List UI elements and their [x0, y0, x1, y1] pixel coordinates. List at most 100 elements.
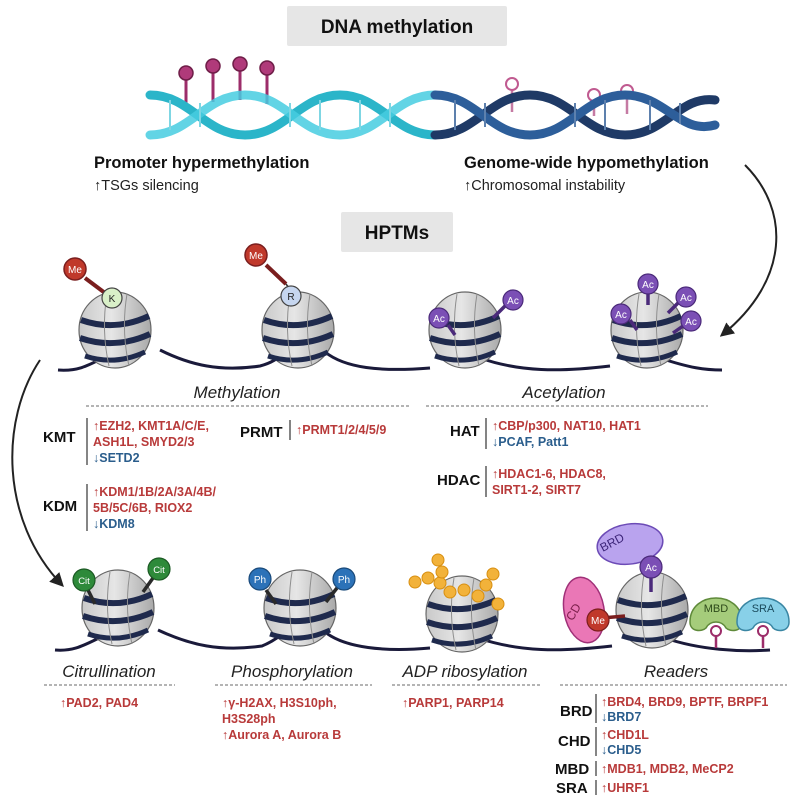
phosphorylation-title: Phosphorylation	[231, 662, 353, 681]
arginine-icon	[280, 285, 302, 307]
methyl-dna-icon	[757, 625, 769, 637]
mbd-up: ↑MDB1, MDB2, MeCP2	[601, 762, 734, 776]
readers-title: Readers	[644, 662, 709, 681]
prmt-label: PRMT	[240, 424, 283, 441]
hdac-label: HDAC	[437, 472, 480, 489]
acetyl-icon	[637, 273, 659, 295]
acetyl-icon	[675, 286, 697, 308]
citrullination-title: Citrullination	[62, 662, 156, 681]
arrow-to-acetylation	[719, 164, 778, 337]
adp-ribose-chain-icon	[408, 553, 505, 611]
dna-title: DNA methylation	[321, 17, 473, 38]
hptm-title-box	[341, 212, 453, 252]
dna-title-box	[287, 6, 507, 46]
phosphate-icon	[332, 567, 356, 591]
chd-label: CHD	[558, 733, 591, 750]
svg-text:Ac: Ac	[680, 293, 692, 304]
kmt-up-1: ↑EZH2, KMT1A/C/E,	[93, 419, 209, 433]
kdm-up-1: ↑KDM1/1B/2A/3A/4B/	[93, 485, 216, 499]
acetyl-icon	[502, 289, 524, 311]
adp-up: ↑PARP1, PARP14	[402, 696, 504, 710]
kmt-down: ↓SETD2	[93, 451, 140, 465]
citrulline-icon	[147, 557, 171, 581]
brd-down: ↓BRD7	[601, 710, 641, 724]
nucleosome-adp-ribose	[408, 553, 505, 652]
nucleosome-acetyl-2: Ac Ac Ac Ac	[610, 273, 702, 368]
nucleosome-lysine-methyl: Me K	[63, 257, 151, 368]
prmt-up: ↑PRMT1/2/4/5/9	[296, 423, 386, 437]
mbd-label: MBD	[555, 761, 589, 778]
acetyl-icon	[639, 555, 663, 579]
hat-down: ↓PCAF, Patt1	[492, 435, 568, 449]
hat-up: ↑CBP/p300, NAT10, HAT1	[492, 419, 641, 433]
sra-reader: SRA	[736, 597, 790, 648]
phospho-up-1: ↑γ-H2AX, H3S10ph,	[222, 696, 337, 710]
dna-strand-row2	[54, 628, 771, 653]
promoter-subtitle: ↑TSGs silencing	[94, 178, 199, 194]
kmt-up-2: ASH1L, SMYD2/3	[93, 435, 194, 449]
acetyl-icon	[680, 310, 702, 332]
methyl-group-icon	[178, 56, 275, 81]
brd-label: BRD	[560, 703, 593, 720]
nucleosome-readers: CD Me BRD Ac	[562, 522, 688, 648]
brd-domain-icon	[596, 522, 664, 566]
phospho-up-3: ↑Aurora A, Aurora B	[222, 728, 341, 742]
svg-text:Me: Me	[591, 616, 605, 627]
svg-text:MBD: MBD	[704, 603, 729, 615]
kmt-label: KMT	[43, 429, 76, 446]
kdm-label: KDM	[43, 498, 77, 515]
genome-subtitle: ↑Chromosomal instability	[464, 178, 626, 194]
nucleosome-citrulline: Cit Cit	[72, 557, 171, 646]
svg-text:Ac: Ac	[642, 280, 654, 291]
svg-text:R: R	[287, 292, 294, 303]
nucleosome-arginine-methyl: Me R	[244, 243, 334, 368]
svg-text:Cit: Cit	[153, 565, 165, 576]
lysine-icon	[101, 287, 123, 309]
svg-text:Cit: Cit	[78, 576, 90, 587]
hdac-up-1: ↑HDAC1-6, HDAC8,	[492, 467, 606, 481]
nucleosome-acetyl-1: Ac Ac	[428, 289, 524, 368]
arrow-to-citrullination	[11, 359, 64, 588]
svg-text:Ac: Ac	[615, 310, 627, 321]
acetylation-title: Acetylation	[521, 383, 605, 402]
svg-text:K: K	[109, 294, 116, 305]
acetyl-icon	[610, 303, 632, 325]
svg-text:Ac: Ac	[645, 563, 657, 574]
phosphate-icon	[248, 567, 272, 591]
svg-text:Ph: Ph	[338, 575, 350, 586]
hdac-up-2: SIRT1-2, SIRT7	[492, 483, 581, 497]
adp-title: ADP ribosylation	[401, 662, 527, 681]
citrulline-icon	[72, 568, 96, 592]
hptm-title: HPTMs	[365, 223, 429, 244]
acetyl-icon	[428, 307, 450, 329]
kdm-down: ↓KDM8	[93, 517, 135, 531]
sra-label: SRA	[556, 780, 588, 797]
svg-text:Ac: Ac	[507, 296, 519, 307]
methyl-dna-icon	[710, 625, 722, 637]
svg-text:Ac: Ac	[433, 314, 445, 325]
nucleosome-phospho: Ph Ph	[248, 567, 356, 646]
svg-text:SRA: SRA	[752, 603, 775, 615]
chd-down: ↓CHD5	[601, 743, 641, 757]
promoter-title: Promoter hypermethylation	[94, 154, 309, 172]
brd-up: ↑BRD4, BRD9, BPTF, BRPF1	[601, 695, 768, 709]
dna-strand-row1	[57, 348, 723, 372]
methylation-title: Methylation	[194, 383, 281, 402]
kdm-up-2: 5B/5C/6B, RIOX2	[93, 501, 192, 515]
dna-helix	[145, 56, 720, 140]
methyl-icon	[63, 257, 87, 281]
chd-up: ↑CHD1L	[601, 728, 649, 742]
methyl-icon	[586, 608, 610, 632]
svg-text:Ph: Ph	[254, 575, 266, 586]
svg-text:Ac: Ac	[685, 317, 697, 328]
genome-title: Genome-wide hypomethylation	[464, 154, 709, 172]
citrullination-up: ↑PAD2, PAD4	[60, 696, 138, 710]
sra-up: ↑UHRF1	[601, 781, 649, 795]
svg-text:Me: Me	[68, 265, 82, 276]
phospho-up-2: H3S28ph	[222, 712, 276, 726]
methyl-icon	[244, 243, 268, 267]
svg-text:Me: Me	[249, 251, 263, 262]
mbd-reader: MBD	[689, 597, 743, 648]
hat-label: HAT	[450, 423, 480, 440]
